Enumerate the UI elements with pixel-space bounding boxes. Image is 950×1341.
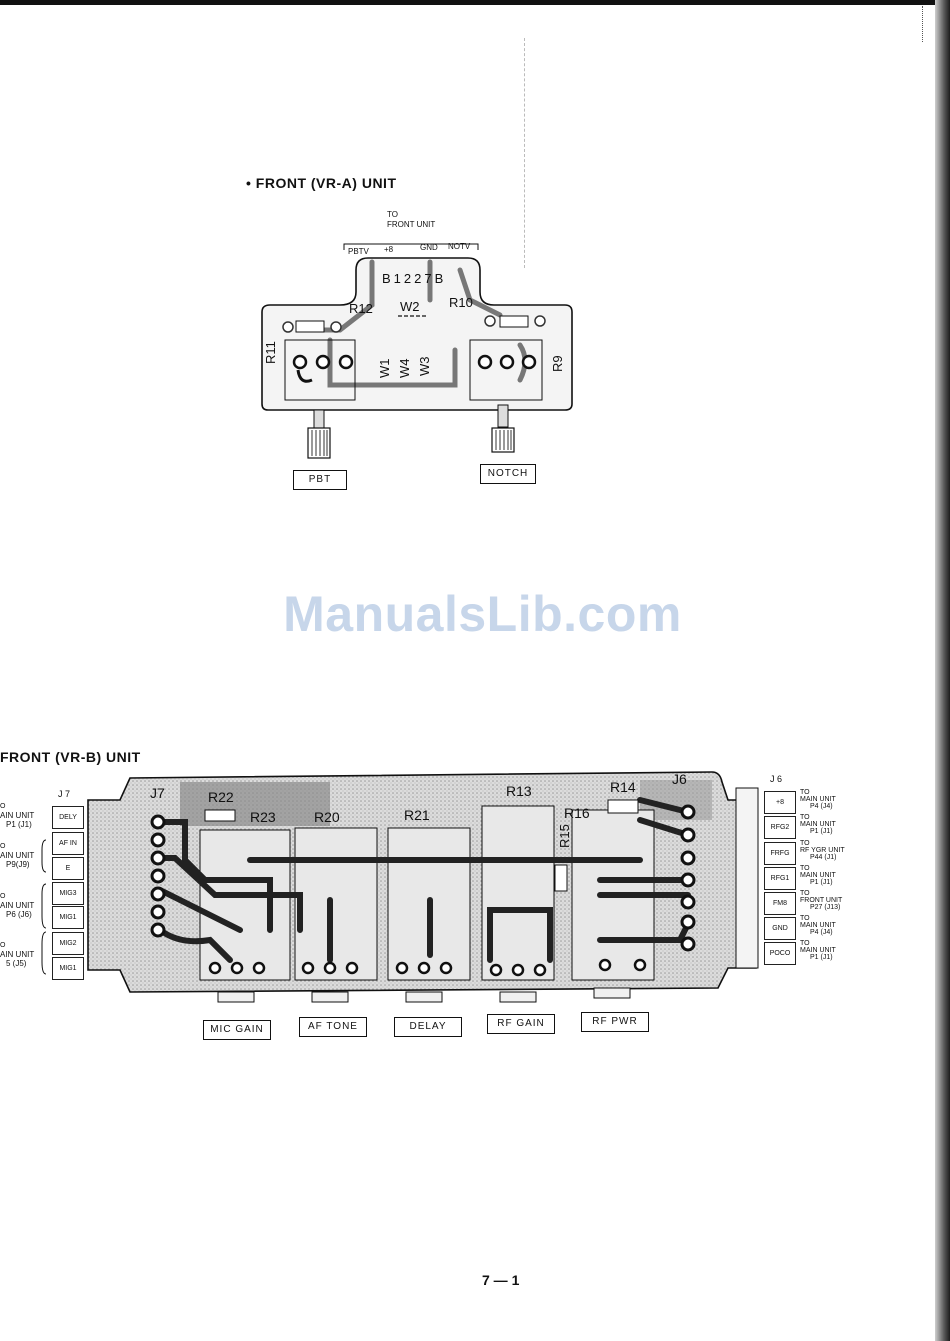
r15-label: R15: [557, 824, 572, 848]
j7-dest-0-l1: O: [0, 803, 6, 810]
r11-pot-pins: [292, 354, 354, 370]
r12-label: R12: [349, 301, 373, 316]
r22-resistor: [204, 809, 236, 822]
r22-label: R22: [208, 789, 234, 805]
vr-b-knob-stubs: [217, 987, 631, 1003]
j6-pin-plus8: +8: [764, 791, 796, 814]
j7-dest-2-l1: O: [0, 893, 6, 900]
watermark: ManualsLib.com: [283, 586, 682, 642]
r15-resistor: [554, 864, 568, 892]
j6-pin-rfg2: RFG2: [764, 816, 796, 839]
connector-dest-label: FRONT UNIT: [387, 220, 436, 229]
r10-resistor: [499, 315, 529, 328]
j7-dest-2-l2: AIN UNIT: [0, 901, 35, 910]
j7-label: J 7: [58, 789, 71, 799]
j7-pin-mig1-a: MIG1: [52, 906, 84, 929]
j7-dest-1-l3: P9(J9): [6, 860, 30, 869]
pin-plus8: +8: [384, 245, 394, 254]
board-number: B1227B: [382, 271, 447, 286]
r11-pot-outline: [284, 339, 356, 401]
j7-brackets: [41, 839, 47, 975]
pin-notv: NOTV: [448, 242, 471, 251]
connector-bracket: [343, 243, 479, 250]
board-j6-mark: J6: [672, 771, 687, 787]
j7-dest-0-l3: P1 (J1): [6, 820, 32, 829]
w2-label: W2: [400, 299, 420, 314]
mic-gain-knob-label: MIC GAIN: [203, 1020, 271, 1040]
rf-gain-knob-label: RF GAIN: [487, 1014, 555, 1034]
r14-resistor: [607, 799, 639, 814]
r14-label: R14: [610, 779, 636, 795]
notch-knob-label: NOTCH: [480, 464, 536, 484]
pbt-knob-label: PBT: [293, 470, 347, 490]
j7-pin-af-in: AF IN: [52, 832, 84, 855]
j7-pin-e: E: [52, 857, 84, 880]
r12-resistor: [295, 320, 325, 333]
r16-label: R16: [564, 805, 590, 821]
delay-knob-label: DELAY: [394, 1017, 462, 1037]
af-tone-knob-label: AF TONE: [299, 1017, 367, 1037]
board-j7-mark: J7: [150, 785, 165, 801]
j7-pin-mig3: MIG3: [52, 882, 84, 905]
j6-pin-fm8: FM8: [764, 892, 796, 915]
pin-gnd: GND: [420, 243, 438, 252]
fold-line: [524, 38, 525, 268]
connector-to-label: TO: [387, 210, 398, 219]
j7-dest-1-l2: AIN UNIT: [0, 851, 35, 860]
j7-pin-dely: DELY: [52, 806, 84, 829]
rf-pwr-knob-label: RF PWR: [581, 1012, 649, 1032]
r13-label: R13: [506, 783, 532, 799]
j6-label: J 6: [770, 774, 783, 784]
r23-label: R23: [250, 809, 276, 825]
vr-b-traces: [155, 797, 693, 963]
j7-dest-2-l3: P6 (J6): [6, 910, 32, 919]
j6-pin-poco: POCO: [764, 942, 796, 965]
vr-b-title: FRONT (VR-B) UNIT: [0, 749, 141, 765]
j7-dest-1-l1: O: [0, 843, 6, 850]
r10-label: R10: [449, 295, 473, 310]
notch-shaft: [491, 404, 515, 453]
j6-pads: [680, 804, 696, 952]
pbt-shaft: [307, 409, 331, 459]
r9-pot-outline: [469, 339, 543, 401]
corner-mark: [910, 6, 923, 42]
pin-pbtv: PBTV: [348, 247, 369, 256]
j6-pin-rfg1: RFG1: [764, 867, 796, 890]
j7-pin-mig2: MIG2: [52, 932, 84, 955]
j6-pin-gnd: GND: [764, 917, 796, 940]
j7-dest-3-l1: O: [0, 942, 6, 949]
j7-pads: [150, 814, 166, 938]
top-border: [0, 0, 950, 5]
r21-label: R21: [404, 807, 430, 823]
page-number: 7 — 1: [482, 1272, 520, 1288]
page-edge-shadow: [935, 0, 950, 1341]
vr-a-pcb-outline: [261, 257, 573, 411]
j6-strip: [735, 787, 759, 969]
j6-pin-frfg: FRFG: [764, 842, 796, 865]
j7-dest-0-l2: AIN UNIT: [0, 811, 35, 820]
j7-dest-3-l3: 5 (J5): [6, 959, 27, 968]
j7-dest-3-l2: AIN UNIT: [0, 950, 35, 959]
r9-pot-pins: [477, 354, 537, 370]
r20-label: R20: [314, 809, 340, 825]
vr-a-title: • FRONT (VR-A) UNIT: [246, 175, 397, 191]
vr-b-pot-pins: [208, 958, 647, 977]
j7-pin-mig1-b: MIG1: [52, 957, 84, 980]
